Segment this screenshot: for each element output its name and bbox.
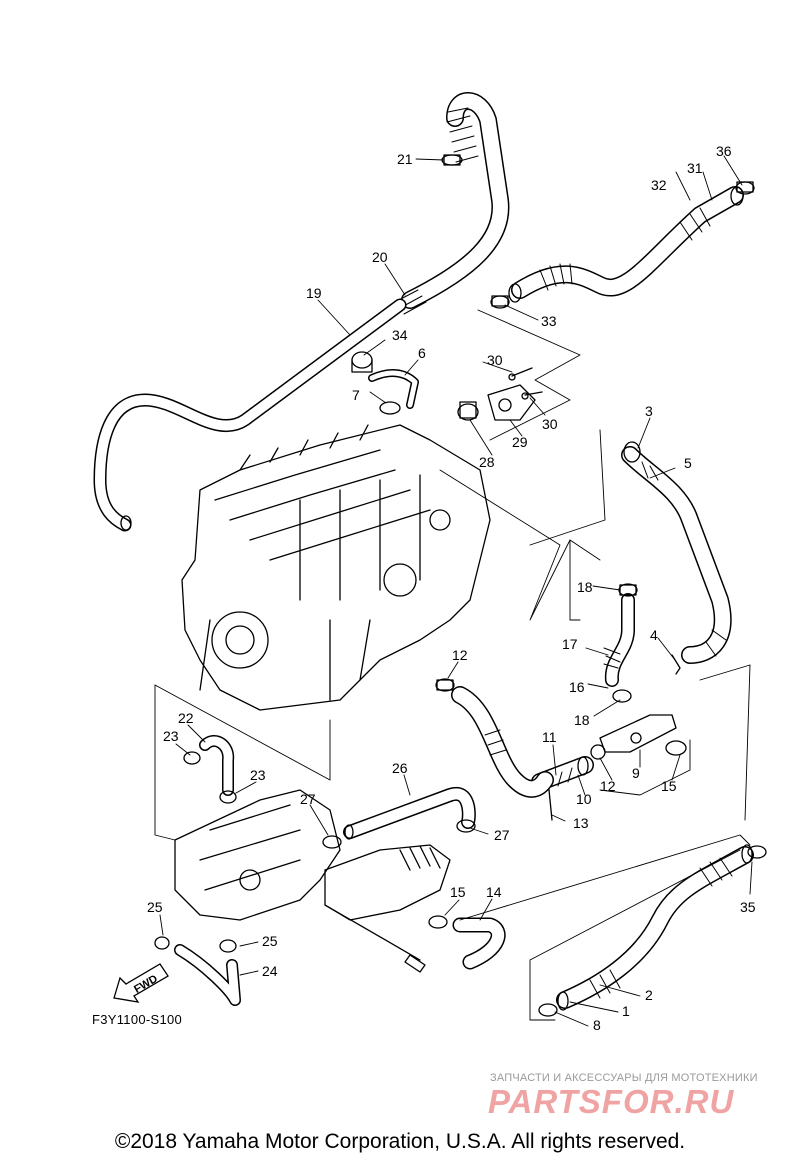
housing-29 xyxy=(487,384,536,421)
callout-27-left: 27 xyxy=(300,791,316,807)
fwd-label: FWD xyxy=(132,973,160,996)
hose-26 xyxy=(343,786,476,840)
callout-18-bottom: 18 xyxy=(574,712,590,728)
thermostat-28 xyxy=(457,401,479,421)
clamp-8 xyxy=(538,1003,558,1017)
fitting-3 xyxy=(623,441,641,463)
callout-21: 21 xyxy=(397,151,413,167)
callout-15-bottom: 15 xyxy=(450,884,466,900)
callout-7: 7 xyxy=(352,387,360,403)
callout-32: 32 xyxy=(651,177,667,193)
hose-17 xyxy=(603,593,635,687)
clamp-12b xyxy=(590,744,606,760)
callout-19: 19 xyxy=(306,285,322,301)
clamp-25-left xyxy=(154,936,170,950)
exhaust-manifold xyxy=(174,789,451,973)
callout-23-left: 23 xyxy=(163,728,179,744)
callout-18-top: 18 xyxy=(577,579,593,595)
callout-30-bottom: 30 xyxy=(542,416,558,432)
clamp-25-right xyxy=(219,939,237,953)
clamp-23-right xyxy=(219,790,237,804)
hose-5 xyxy=(621,446,732,664)
figure-code: F3Y1100-S100 xyxy=(92,1012,183,1027)
clamp-35 xyxy=(747,845,767,859)
callout-27-right: 27 xyxy=(494,827,510,843)
clamp-15-right xyxy=(665,740,687,756)
callout-28: 28 xyxy=(479,454,495,470)
callout-12-top: 12 xyxy=(452,647,468,663)
callout-22: 22 xyxy=(178,710,194,726)
hose-2 xyxy=(556,844,754,1011)
watermark-tagline: ЗАПЧАСТИ И АКСЕССУАРЫ ДЛЯ МОТОТЕХНИКИ xyxy=(490,1072,758,1084)
callout-20: 20 xyxy=(372,249,388,265)
clamp-27-right xyxy=(456,819,476,833)
callout-25-left: 25 xyxy=(147,899,163,915)
callout-23-right: 23 xyxy=(250,767,266,783)
callout-10: 10 xyxy=(576,791,592,807)
clamp-36 xyxy=(735,181,755,195)
callout-14: 14 xyxy=(486,884,502,900)
engine-block xyxy=(181,424,491,711)
callout-36: 36 xyxy=(716,143,732,159)
callout-6: 6 xyxy=(418,345,426,361)
pipe-6 xyxy=(368,369,419,409)
hose-12 xyxy=(451,686,554,798)
callout-16: 16 xyxy=(569,679,585,695)
callout-1: 1 xyxy=(622,1003,630,1019)
clamp-23-left xyxy=(183,751,201,765)
clamp-18-bottom xyxy=(612,689,632,703)
callout-25-right: 25 xyxy=(262,933,278,949)
callout-4: 4 xyxy=(650,627,658,643)
hose-24 xyxy=(174,944,241,1006)
callout-12-right: 12 xyxy=(600,778,616,794)
cap-34 xyxy=(351,351,373,373)
clamp-27-left xyxy=(322,835,342,849)
callout-3: 3 xyxy=(645,403,653,419)
copyright-notice: ©2018 Yamaha Motor Corporation, U.S.A. A… xyxy=(114,1130,686,1153)
callout-13: 13 xyxy=(573,815,589,831)
clamp-12a xyxy=(435,678,455,692)
callout-35: 35 xyxy=(740,899,756,915)
joint-9 xyxy=(599,714,677,753)
callout-5: 5 xyxy=(684,455,692,471)
callout-24: 24 xyxy=(262,963,278,979)
bolt-30 xyxy=(508,367,543,400)
clamp-21 xyxy=(441,154,463,166)
hose-32 xyxy=(508,186,744,303)
clamp-15-bottom xyxy=(428,915,448,929)
callout-31: 31 xyxy=(687,160,703,176)
callout-34: 34 xyxy=(392,327,408,343)
callout-8: 8 xyxy=(593,1017,601,1033)
oring-7 xyxy=(379,401,401,415)
hose-20 xyxy=(394,92,510,315)
hose-19 xyxy=(93,298,407,532)
watermark-brand: PARTSFOR.RU xyxy=(488,1083,735,1120)
clamp-33 xyxy=(490,295,510,309)
callout-33: 33 xyxy=(541,313,557,329)
callout-11: 11 xyxy=(542,729,557,745)
callout-17: 17 xyxy=(562,636,578,652)
leader-lines xyxy=(154,155,753,1027)
callout-15-right: 15 xyxy=(661,778,677,794)
hose-22 xyxy=(199,735,235,796)
callout-30-top: 30 xyxy=(487,352,503,368)
callout-29: 29 xyxy=(512,434,528,450)
hose-14 xyxy=(452,917,506,970)
callout-9: 9 xyxy=(632,765,640,781)
callout-26: 26 xyxy=(392,760,408,776)
fwd-arrow-icon: FWD xyxy=(110,958,174,1006)
callout-2: 2 xyxy=(645,987,653,1003)
